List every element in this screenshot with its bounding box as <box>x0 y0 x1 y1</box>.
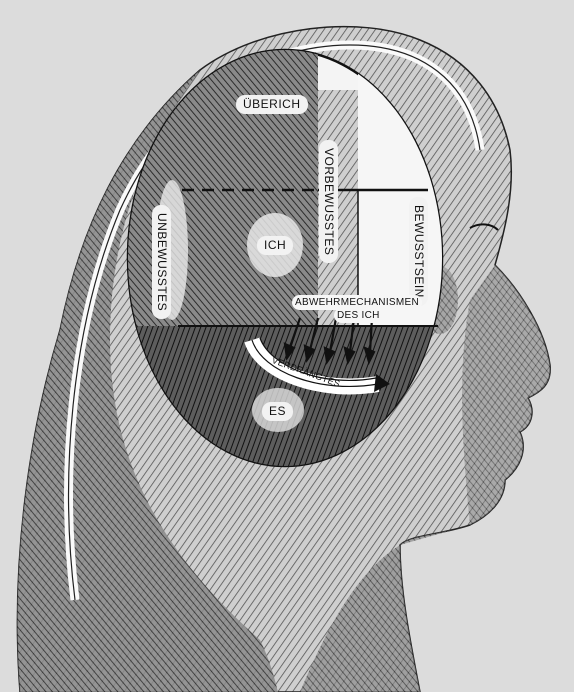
label-es: ES <box>262 402 293 421</box>
label-des-ich: DES ICH <box>334 308 383 323</box>
label-unbewusstes: UNBEWUSSTES <box>152 205 171 319</box>
label-vorbewusstes: VORBEWUSSTES <box>319 140 338 263</box>
label-ich: ICH <box>257 236 293 255</box>
label-ueberich: ÜBERICH <box>236 95 308 114</box>
label-bewusstsein: BEWUSSTSEIN <box>409 197 428 306</box>
